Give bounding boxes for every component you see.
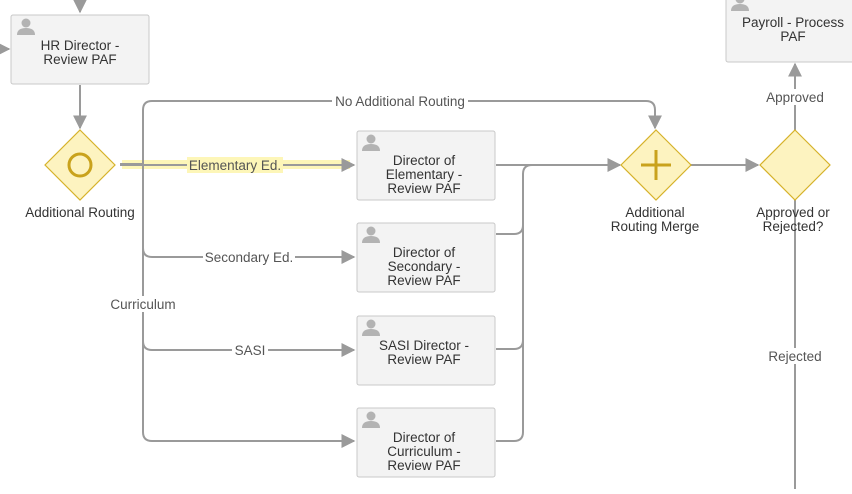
task-hr-director-line1: HR Director - [41, 38, 120, 53]
gateway-approved-or-rejected-label-line2: Rejected? [763, 219, 824, 234]
plus-icon [641, 150, 671, 180]
task-sasi-director-line2: Review PAF [387, 352, 460, 367]
label-secondary: Secondary Ed. [205, 250, 294, 265]
user-icon [362, 319, 380, 336]
label-no-additional-routing: No Additional Routing [335, 94, 465, 109]
task-sasi-director[interactable]: SASI Director - Review PAF [356, 315, 496, 386]
label-rejected: Rejected [768, 349, 821, 364]
gateway-approved-or-rejected-label-line1: Approved or [756, 205, 830, 220]
label-sasi: SASI [235, 343, 266, 358]
task-director-curriculum-line3: Review PAF [387, 458, 460, 473]
flow-no-additional-routing[interactable] [120, 100, 662, 165]
task-director-curriculum[interactable]: Director of Curriculum - Review PAF [356, 407, 496, 478]
task-payroll-line2: PAF [780, 29, 805, 44]
task-director-elementary[interactable]: Director of Elementary - Review PAF [356, 130, 496, 201]
task-director-curriculum-line2: Curriculum - [387, 444, 461, 459]
task-director-secondary-line2: Secondary - [388, 259, 461, 274]
label-curriculum: Curriculum [110, 297, 175, 312]
user-icon [362, 226, 380, 243]
gateway-routing-merge[interactable]: Additional Routing Merge [611, 129, 700, 234]
task-director-curriculum-line1: Director of [393, 430, 456, 445]
task-hr-director-line2: Review PAF [43, 52, 116, 67]
flow-secondary[interactable] [142, 164, 356, 264]
user-icon [362, 134, 380, 151]
circle-icon [67, 152, 93, 178]
gateway-routing-merge-label-line2: Routing Merge [611, 219, 700, 234]
task-payroll-line1: Payroll - Process [742, 15, 844, 30]
task-director-secondary-line3: Review PAF [387, 273, 460, 288]
gateway-approved-or-rejected[interactable]: Approved or Rejected? [756, 129, 831, 234]
flow-curriculum-to-merge[interactable] [496, 340, 524, 442]
task-hr-director[interactable]: HR Director - Review PAF [10, 14, 150, 85]
task-payroll[interactable]: Payroll - Process PAF [725, 0, 852, 63]
label-elementary: Elementary Ed. [189, 158, 281, 173]
task-director-secondary[interactable]: Director of Secondary - Review PAF [356, 222, 496, 293]
gateway-additional-routing-label: Additional Routing [25, 205, 135, 220]
gateway-routing-merge-label-line1: Additional [625, 205, 684, 220]
user-icon [17, 18, 35, 35]
task-director-secondary-line1: Director of [393, 245, 456, 260]
task-director-elementary-line1: Director of [393, 153, 456, 168]
gateway-additional-routing[interactable]: Additional Routing [25, 129, 135, 220]
user-icon [731, 0, 749, 11]
flow-secondary-to-merge[interactable] [496, 164, 560, 235]
user-icon [362, 411, 380, 428]
task-sasi-director-line1: SASI Director - [379, 338, 469, 353]
flow-sasi-to-merge[interactable] [496, 225, 524, 350]
task-director-elementary-line2: Elementary - [386, 167, 463, 182]
flow-curriculum[interactable] [142, 341, 356, 448]
label-approved: Approved [766, 90, 824, 105]
task-director-elementary-line3: Review PAF [387, 181, 460, 196]
